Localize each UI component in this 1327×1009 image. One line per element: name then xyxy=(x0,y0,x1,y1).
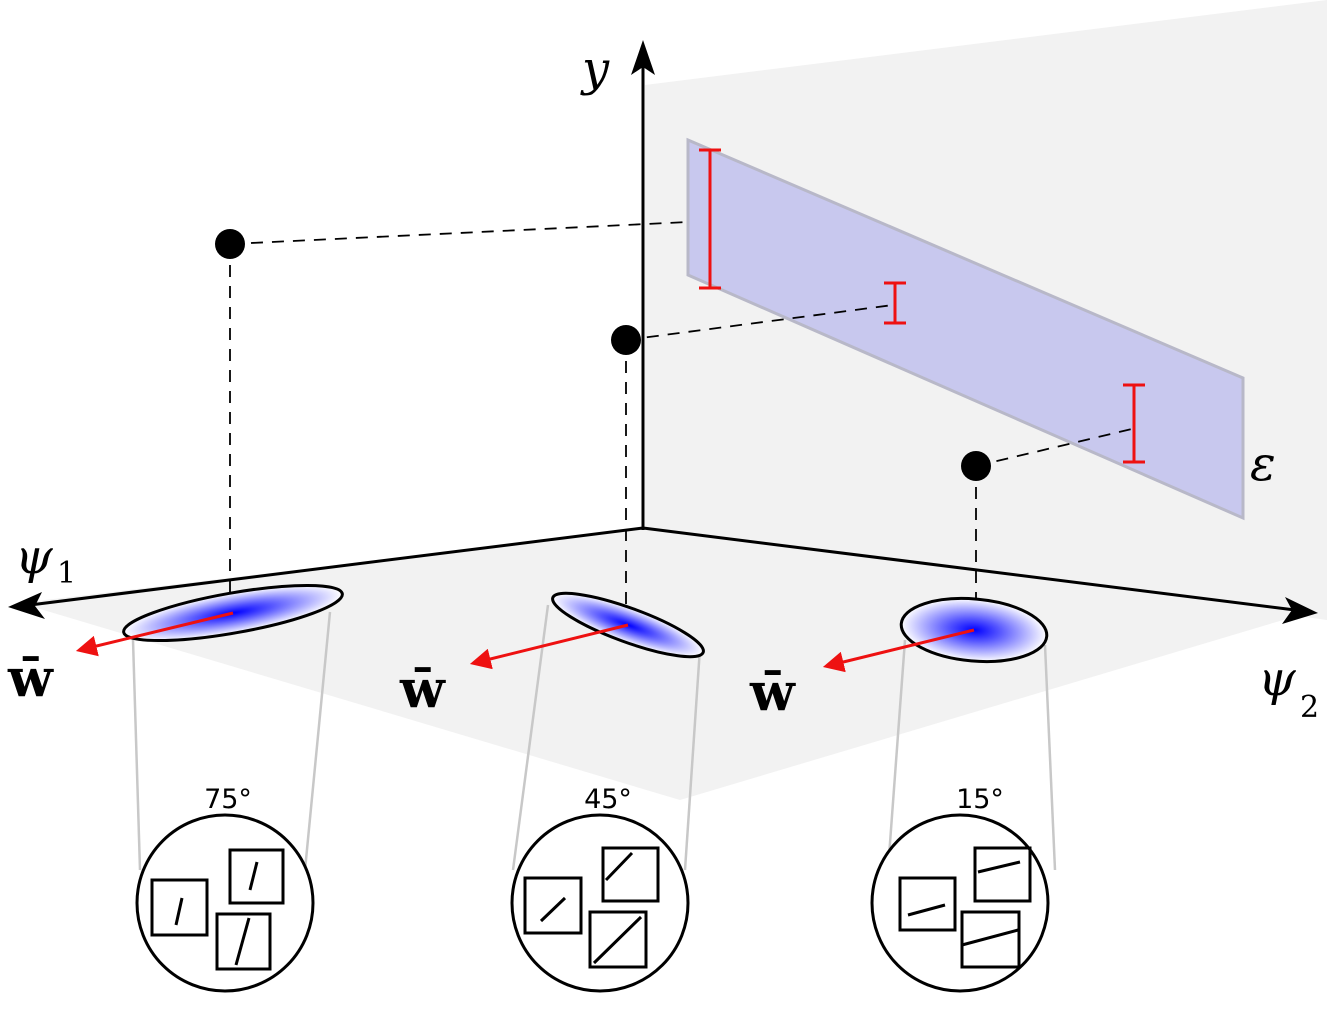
psi1-axis-subscript: 1 xyxy=(57,556,76,591)
y-axis-label: y xyxy=(580,41,610,97)
regression-plane xyxy=(686,137,1245,521)
weight-label-3: w̄ xyxy=(749,662,796,723)
psi1-axis-arrowhead xyxy=(8,592,45,619)
connector-lines xyxy=(131,604,1057,871)
projection-lines xyxy=(229,221,1137,612)
psi1-axis xyxy=(29,526,644,607)
error-bars xyxy=(699,148,1145,464)
angle-label-2: 45° xyxy=(584,784,632,815)
data-point-3 xyxy=(961,451,991,481)
psi2-axis-subscript: 2 xyxy=(1300,690,1319,725)
data-point-2 xyxy=(611,325,641,355)
weight-arrow-3 xyxy=(822,628,975,673)
weight-label-1: w̄ xyxy=(7,648,54,709)
error-bar-2 xyxy=(884,281,906,325)
data-point-1 xyxy=(215,229,245,259)
stimulus-circle-1 xyxy=(135,813,315,993)
psi1-axis-label: ψ xyxy=(15,529,54,585)
error-bar-1 xyxy=(699,148,721,290)
stimulus-circle-3 xyxy=(870,813,1050,993)
psi2-axis xyxy=(642,526,1296,612)
psi2-axis-arrowhead xyxy=(1282,597,1318,624)
weight-arrow-2 xyxy=(469,623,629,670)
weight-label-2: w̄ xyxy=(399,659,446,720)
weight-arrow-1 xyxy=(75,611,234,657)
angle-label-3: 15° xyxy=(956,784,1004,815)
y-axis-arrowhead xyxy=(631,40,655,75)
angle-label-1: 75° xyxy=(204,784,252,815)
plane-label: ε xyxy=(1250,436,1276,492)
stimulus-circle-2 xyxy=(510,813,690,993)
error-bar-3 xyxy=(1123,383,1145,464)
psi2-axis-label: ψ xyxy=(1258,651,1297,707)
